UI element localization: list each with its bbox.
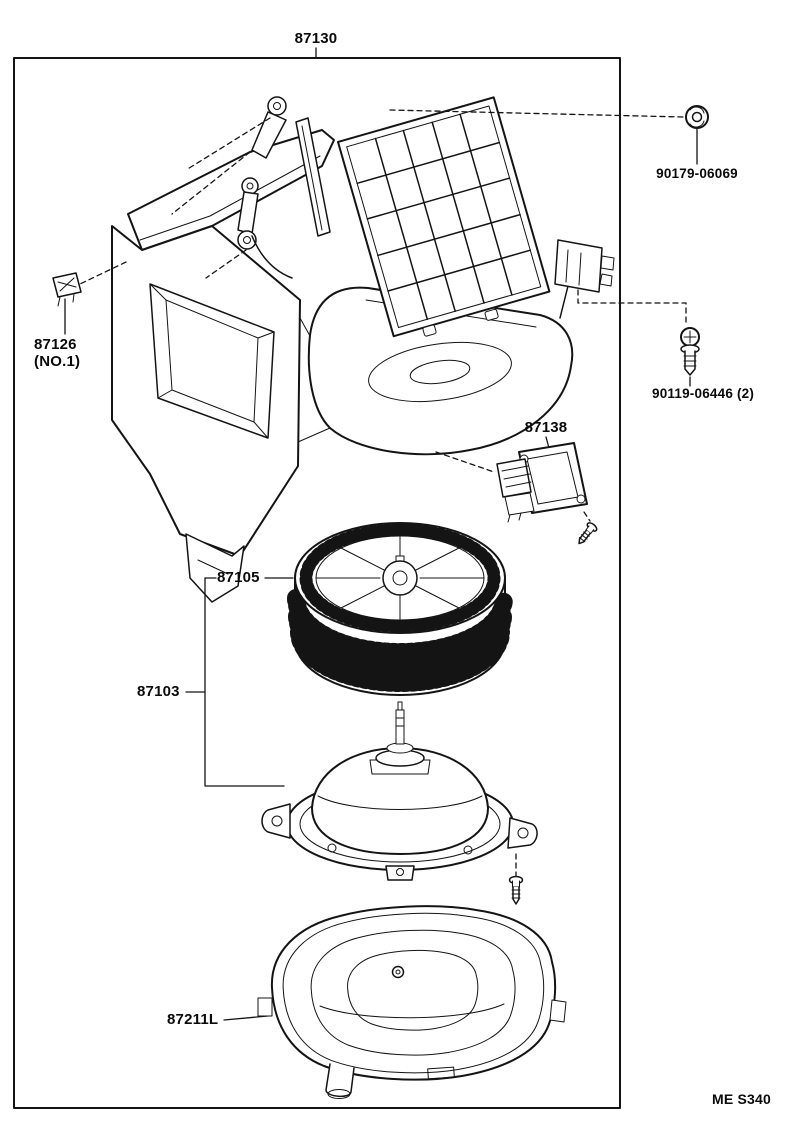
lower-case-drawing — [257, 905, 567, 1099]
page-code: ME S340 — [712, 1091, 771, 1107]
mount-screw-drawing — [680, 327, 700, 376]
part-label-87126-suffix: (NO.1) — [34, 352, 81, 370]
diagram-border — [13, 57, 621, 1109]
part-label-87126: 87126 (NO.1) — [34, 336, 81, 370]
part-label-87103: 87103 — [137, 683, 180, 700]
fan-wheel-drawing — [287, 522, 513, 696]
part-label-87211L: 87211L — [167, 1011, 219, 1028]
part-label-87126-number: 87126 — [34, 336, 77, 353]
clip-drawing — [52, 272, 82, 307]
part-label-90179-06069: 90179-06069 — [656, 166, 738, 181]
part-label-87105: 87105 — [217, 569, 260, 586]
motor-drawing — [261, 701, 538, 881]
part-label-90119-06446: 90119-06446 (2) — [652, 386, 755, 401]
resistor-drawing — [496, 442, 598, 545]
part-label-87130: 87130 — [294, 30, 338, 47]
label-leader-lines — [64, 47, 698, 1021]
filter-grid-drawing — [337, 96, 551, 338]
ring-nut-drawing — [685, 105, 709, 129]
hidden-edge-dashed-lines — [79, 109, 687, 877]
blower-housing-drawing — [111, 96, 615, 603]
motor-screw-drawing — [508, 875, 524, 905]
part-label-87138: 87138 — [524, 419, 568, 436]
